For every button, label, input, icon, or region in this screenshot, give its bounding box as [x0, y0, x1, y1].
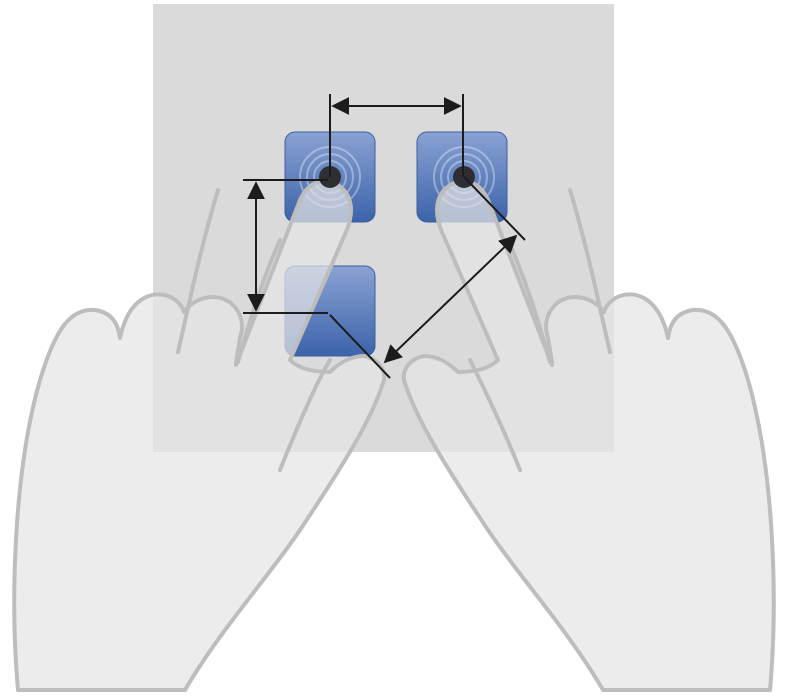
- diagram-canvas: [0, 0, 788, 698]
- touch-target-spacing-diagram: [0, 0, 788, 698]
